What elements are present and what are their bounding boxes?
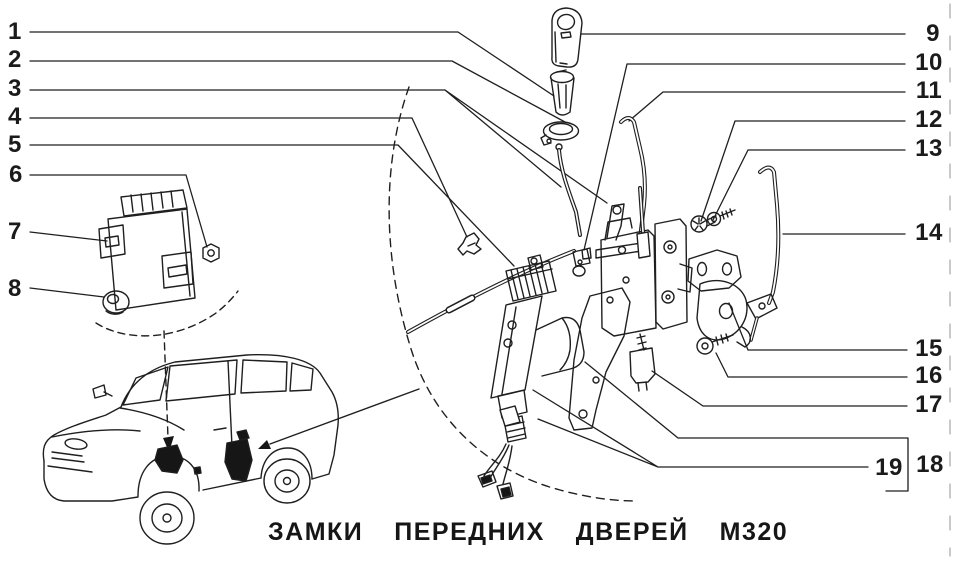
lock-face-plate bbox=[654, 218, 693, 330]
module-grommet bbox=[102, 290, 130, 315]
module-tab-left bbox=[98, 224, 126, 259]
leader-line-18-bracket bbox=[584, 361, 909, 492]
key-fob bbox=[551, 7, 583, 68]
module-location-arrow bbox=[163, 330, 174, 452]
dashed-arc-main bbox=[388, 86, 637, 502]
leader-line-13 bbox=[712, 149, 906, 221]
car-module-location-mark bbox=[154, 444, 184, 474]
rod-end-lever bbox=[746, 293, 778, 320]
link-rod bbox=[406, 249, 576, 334]
callout-number-1: 1 bbox=[8, 18, 22, 45]
actuator-plug-white bbox=[499, 405, 521, 427]
car-window-rear bbox=[240, 359, 288, 394]
zoom-arcs bbox=[95, 86, 637, 502]
car-headlight bbox=[64, 438, 88, 450]
lock-body bbox=[581, 186, 657, 337]
car-mirror bbox=[92, 384, 113, 399]
callout-number-7: 7 bbox=[8, 218, 22, 245]
door-lock-location-arrow bbox=[258, 388, 420, 449]
lock-cylinder bbox=[549, 69, 575, 116]
leader-line-1 bbox=[29, 31, 555, 97]
callout-number-2: 2 bbox=[8, 46, 22, 73]
callout-number-6: 6 bbox=[9, 161, 23, 188]
car-hood-crease bbox=[51, 407, 185, 438]
leader-line-7 bbox=[29, 231, 108, 242]
actuator-body bbox=[490, 295, 543, 399]
callout-number-11: 11 bbox=[915, 77, 943, 104]
leader-line-11 bbox=[628, 91, 906, 122]
module-body bbox=[107, 208, 196, 311]
lock-connector bbox=[629, 333, 656, 392]
car-window-quarter bbox=[289, 362, 314, 392]
module-nut bbox=[202, 243, 220, 263]
car-grille bbox=[47, 451, 93, 473]
bolt-13 bbox=[706, 208, 736, 227]
retaining-ring bbox=[540, 121, 580, 146]
callout-number-9: 9 bbox=[926, 20, 940, 47]
key-fob-button bbox=[560, 31, 572, 39]
car-doorlock-location-mark bbox=[224, 438, 253, 482]
leader-line-10 bbox=[583, 63, 906, 251]
callout-number-12: 12 bbox=[915, 106, 943, 133]
leader-line-6 bbox=[29, 174, 208, 248]
callout-number-10: 10 bbox=[915, 49, 943, 76]
callout-number-17: 17 bbox=[915, 391, 943, 418]
callout-number-3: 3 bbox=[8, 75, 22, 102]
leader-line-17 bbox=[651, 370, 908, 407]
leader-line-16 bbox=[715, 352, 908, 378]
wire-connector-a bbox=[477, 470, 497, 488]
cylinder-holder bbox=[572, 248, 591, 277]
callout-number-16: 16 bbox=[915, 362, 943, 389]
dashed-arc-module bbox=[95, 290, 239, 337]
striker-plate bbox=[687, 249, 751, 348]
wire-connector-b bbox=[496, 482, 514, 500]
leader-line-2 bbox=[29, 60, 566, 123]
callout-number-14: 14 bbox=[915, 219, 943, 246]
figure-caption: ЗАМКИ ПЕРЕДНИХ ДВЕРЕЙ М320 bbox=[268, 518, 788, 547]
caption-word-3: ДВЕРЕЙ bbox=[575, 518, 689, 546]
car-rear-wheel bbox=[263, 458, 311, 504]
cylinder-rod bbox=[555, 143, 582, 237]
callout-number-5: 5 bbox=[8, 131, 22, 158]
lock-lever bbox=[606, 203, 625, 241]
leader-line-15 bbox=[728, 302, 908, 351]
car-front-bottom bbox=[43, 460, 139, 502]
car-illustration bbox=[42, 353, 339, 545]
module-tab-right bbox=[161, 251, 194, 289]
bolt-16 bbox=[696, 333, 734, 355]
callout-number-19: 19 bbox=[875, 454, 903, 481]
lock-mount-bracket bbox=[568, 287, 631, 431]
callout-number-15: 15 bbox=[915, 335, 943, 362]
car-sill bbox=[202, 477, 262, 491]
caption-word-2: ПЕРЕДНИХ bbox=[394, 518, 545, 546]
leader-lines bbox=[29, 31, 909, 492]
leader-line-8 bbox=[29, 287, 105, 298]
actuator-motor-pod bbox=[535, 316, 585, 377]
leader-line-19 bbox=[532, 389, 869, 468]
ring-clamp bbox=[540, 134, 552, 146]
rod-clip bbox=[457, 232, 482, 256]
car-windshield bbox=[122, 366, 169, 406]
car-body-outline bbox=[42, 353, 339, 480]
control-module bbox=[98, 189, 196, 311]
key-fob-hole bbox=[556, 13, 576, 31]
lock-actuator bbox=[477, 254, 585, 500]
module-connector bbox=[120, 189, 188, 217]
car-rear-wheel-arch bbox=[260, 447, 313, 480]
outer-lock-rod bbox=[746, 165, 781, 342]
caption-word-4: М320 bbox=[719, 518, 789, 546]
car-window-front bbox=[165, 359, 238, 402]
leader-line-5 bbox=[29, 144, 515, 267]
callout-number-18: 18 bbox=[916, 451, 944, 478]
leader-line-3 bbox=[29, 89, 608, 204]
leader-line-4 bbox=[29, 117, 468, 238]
caption-word-1: ЗАМКИ bbox=[268, 518, 364, 546]
callout-number-8: 8 bbox=[8, 275, 22, 302]
callout-number-13: 13 bbox=[915, 135, 943, 162]
leader-line-12 bbox=[700, 120, 906, 222]
car-front-wheel bbox=[139, 491, 195, 545]
callout-number-4: 4 bbox=[8, 103, 22, 130]
